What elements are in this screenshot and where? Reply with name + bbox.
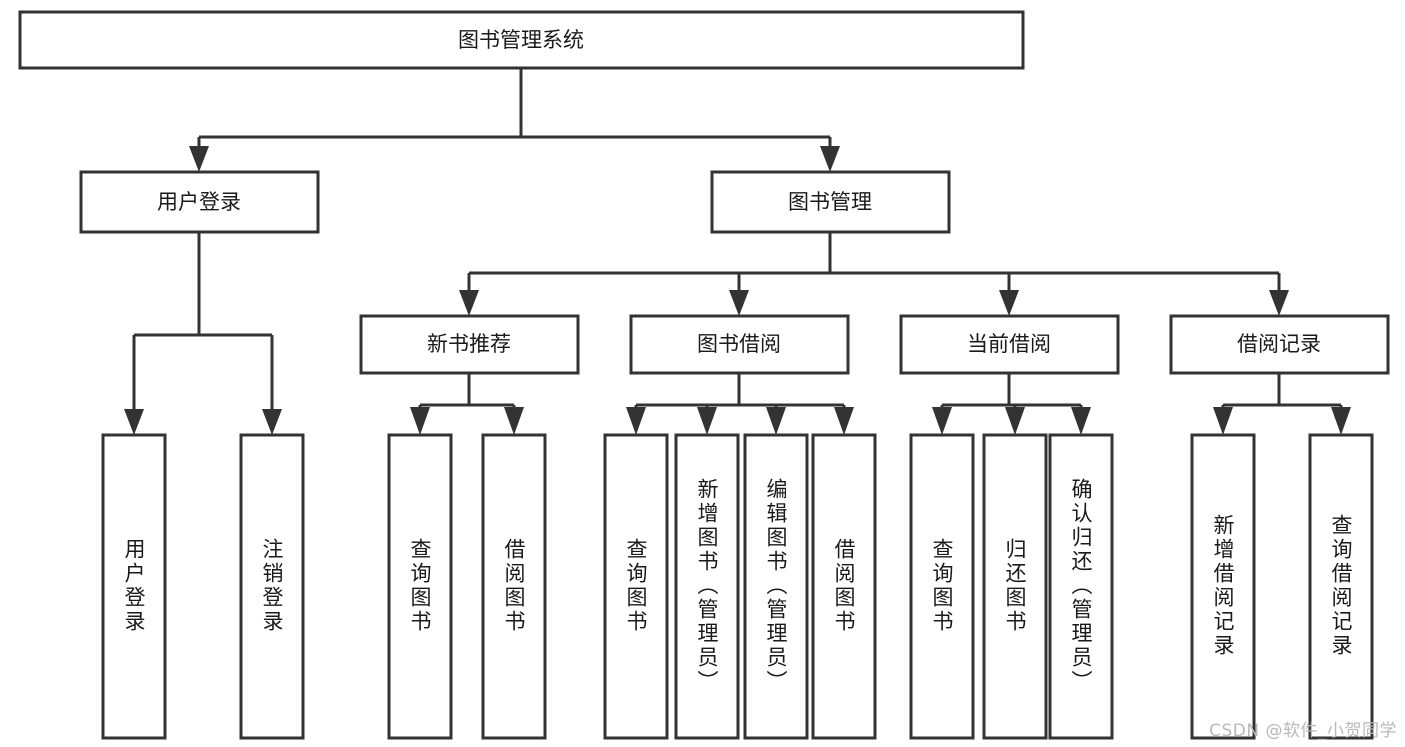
node-leaf-logout-login[interactable]: 注销登录 [239,433,305,740]
node-leaf-logout-login-label: 注销登录 [260,538,284,634]
arrowhead-leaf-query-book-2 [626,407,646,435]
arrowhead-leaf-edit-book-admin [766,407,786,435]
arrowhead-leaf-logout-login [262,409,282,435]
connector-current-borrow-children [932,373,1091,435]
node-user-login-box[interactable] [79,170,320,234]
node-leaf-query-book-3-box[interactable] [909,433,975,740]
node-leaf-query-borrow-record-box[interactable] [1308,433,1374,740]
node-leaf-add-book-admin-box[interactable] [674,433,740,740]
node-leaf-query-book-3[interactable]: 查询图书 [909,433,975,740]
arrowhead-leaf-borrow-book-1 [504,407,524,435]
node-book-borrow[interactable]: 图书借阅 [629,314,850,375]
arrowhead-borrow-record [1269,290,1289,316]
node-book-borrow-box[interactable] [629,314,850,375]
arrowhead-leaf-confirm-return-admin [1071,407,1091,435]
node-leaf-add-borrow-record-box[interactable] [1190,433,1256,740]
node-borrow-record[interactable]: 借阅记录 [1169,314,1390,375]
node-borrow-record-box[interactable] [1169,314,1390,375]
node-leaf-query-borrow-record-label: 查询借阅记录 [1329,514,1353,658]
connector-borrow-record-children [1213,373,1351,435]
arrowhead-leaf-add-borrow-record [1213,407,1233,435]
node-book-manage-label: 图书管理 [788,190,872,214]
node-leaf-query-borrow-record[interactable]: 查询借阅记录 [1308,433,1374,740]
node-leaf-return-book-label: 归还图书 [1003,538,1027,634]
node-leaf-confirm-return-admin-box[interactable] [1048,433,1114,740]
node-new-book-recommend-label: 新书推荐 [427,332,511,356]
node-leaf-add-book-admin-label: 新增图书（管理员） [695,478,719,694]
node-leaf-borrow-book-2-label: 借阅图书 [832,538,856,634]
node-root-box[interactable] [18,10,1025,70]
node-leaf-return-book-box[interactable] [982,433,1048,740]
node-leaf-add-borrow-record-label: 新增借阅记录 [1211,514,1235,658]
arrowhead-leaf-add-book-admin [697,407,717,435]
node-leaf-borrow-book-1[interactable]: 借阅图书 [481,433,547,740]
node-borrow-record-label: 借阅记录 [1237,332,1321,356]
node-book-borrow-label: 图书借阅 [697,332,781,356]
arrowhead-new-book-recommend [459,290,479,316]
connector-user-login-children [124,232,282,435]
arrowhead-user-login [189,146,209,172]
node-leaf-query-book-3-label: 查询图书 [930,538,954,634]
arrowhead-leaf-return-book [1005,407,1025,435]
node-leaf-user-login-label: 用户登录 [122,538,146,634]
arrowhead-leaf-query-book-1 [410,407,430,435]
node-user-login-label: 用户登录 [157,190,241,214]
node-leaf-query-book-2-box[interactable] [603,433,669,740]
connector-book-manage-children [459,232,1289,316]
csdn-watermark: CSDN @软件_小贺同学 [1209,721,1397,741]
node-leaf-return-book[interactable]: 归还图书 [982,433,1048,740]
node-current-borrow-box[interactable] [899,314,1120,375]
arrowhead-leaf-user-login [124,409,144,435]
node-user-login[interactable]: 用户登录 [79,170,320,234]
node-new-book-recommend-box[interactable] [359,314,580,375]
arrowhead-leaf-borrow-book-2 [834,407,854,435]
node-leaf-add-borrow-record[interactable]: 新增借阅记录 [1190,433,1256,740]
node-leaf-query-book-2-label: 查询图书 [624,538,648,634]
node-current-borrow-label: 当前借阅 [967,332,1051,356]
node-leaf-confirm-return-admin-label: 确认归还（管理员） [1069,478,1093,694]
connector-layer [124,68,1351,435]
node-leaf-add-book-admin[interactable]: 新增图书（管理员） [674,433,740,740]
node-new-book-recommend[interactable]: 新书推荐 [359,314,580,375]
node-leaf-query-book-1-box[interactable] [387,433,453,740]
connector-root-to-level2 [189,68,840,172]
node-leaf-user-login[interactable]: 用户登录 [101,433,167,740]
arrowhead-book-borrow [729,290,749,316]
node-leaf-edit-book-admin-box[interactable] [743,433,809,740]
connector-new-book-recommend-children [410,373,524,435]
node-leaf-borrow-book-2[interactable]: 借阅图书 [811,433,877,740]
node-leaf-edit-book-admin-label: 编辑图书（管理员） [764,478,788,694]
node-leaf-borrow-book-1-box[interactable] [481,433,547,740]
node-book-manage[interactable]: 图书管理 [710,170,951,234]
node-leaf-query-book-2[interactable]: 查询图书 [603,433,669,740]
arrowhead-book-manage [820,146,840,172]
node-leaf-user-login-box[interactable] [101,433,167,740]
node-leaf-logout-login-box[interactable] [239,433,305,740]
node-leaf-edit-book-admin[interactable]: 编辑图书（管理员） [743,433,809,740]
node-root-label: 图书管理系统 [458,28,584,52]
node-leaf-borrow-book-2-box[interactable] [811,433,877,740]
node-leaf-confirm-return-admin[interactable]: 确认归还（管理员） [1048,433,1114,740]
node-leaf-query-book-1-label: 查询图书 [408,538,432,634]
arrowhead-leaf-query-book-3 [932,407,952,435]
node-leaf-borrow-book-1-label: 借阅图书 [502,538,526,634]
connector-book-borrow-children [626,373,854,435]
node-book-manage-box[interactable] [710,170,951,234]
node-current-borrow[interactable]: 当前借阅 [899,314,1120,375]
node-root[interactable]: 图书管理系统 [18,10,1025,70]
node-leaf-query-book-1[interactable]: 查询图书 [387,433,453,740]
arrowhead-leaf-query-borrow-record [1331,407,1351,435]
arrowhead-current-borrow [999,290,1019,316]
